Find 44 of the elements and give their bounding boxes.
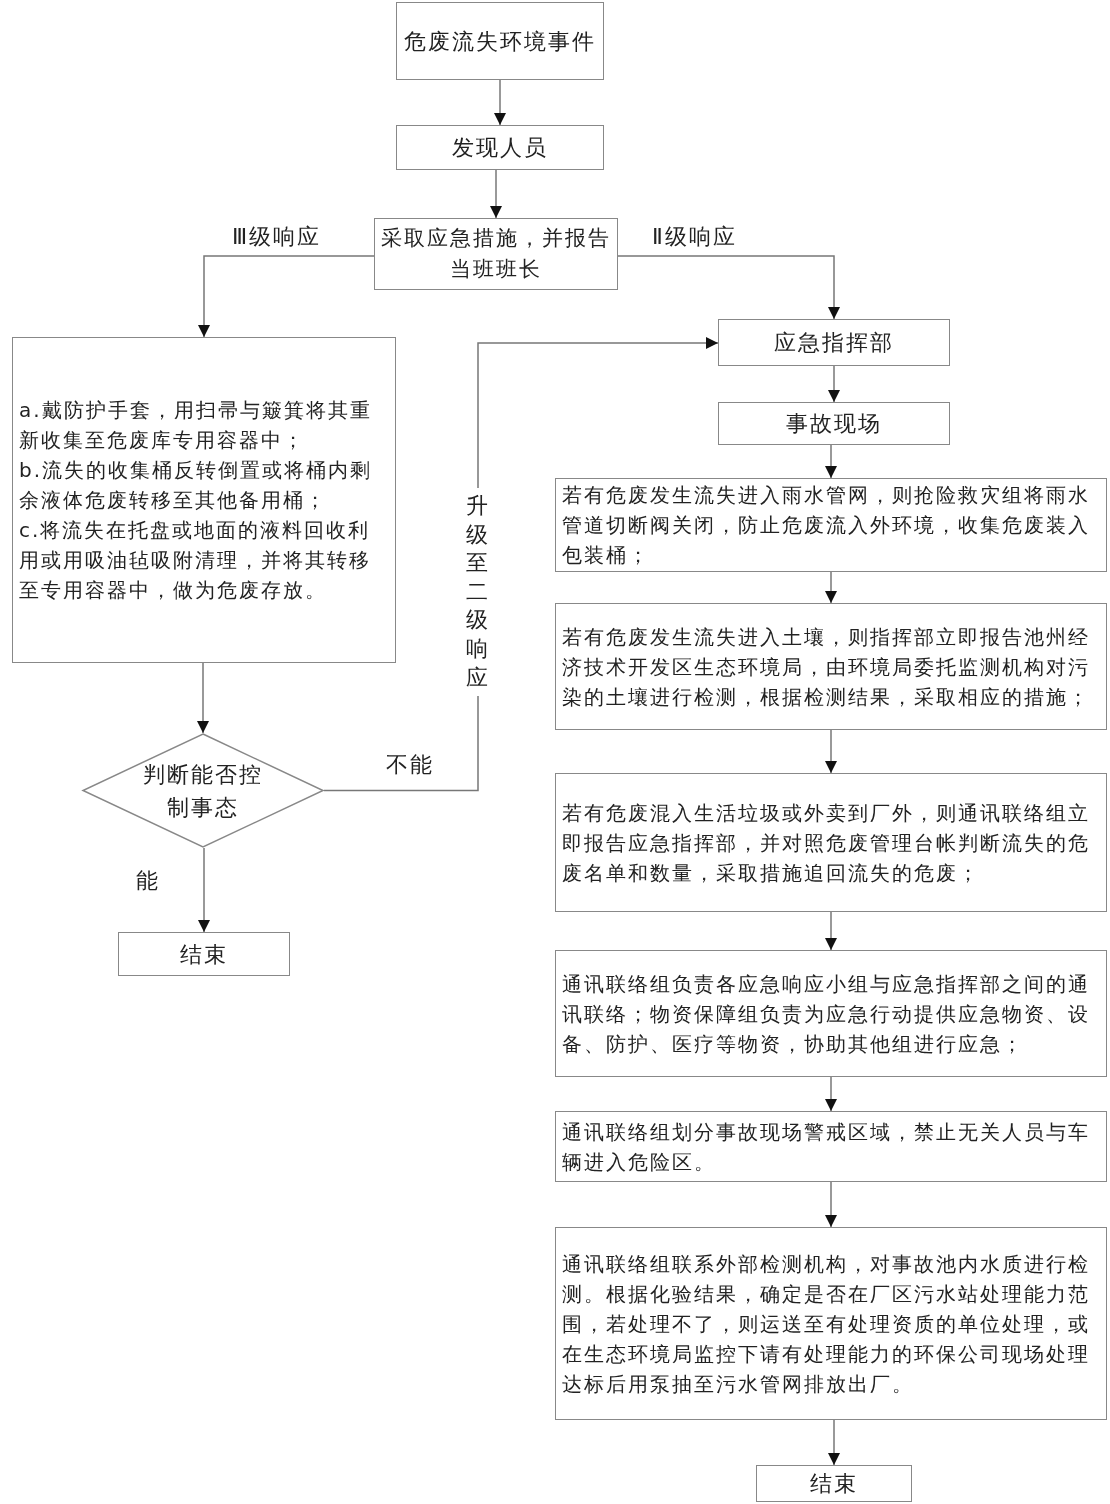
node-text: 发现人员 [452,134,548,162]
process-box [555,1227,1107,1420]
process-box [718,402,950,445]
arrow [825,1076,837,1112]
node-text: 判断能否控制事态 [142,760,264,822]
node-text: 若有危废混入生活垃圾或外卖到厂外，则通讯联络组立即报告应急指挥部，并对照危废管理台帐判断流失的危废名单和数量，采取措施追回流失的危废； [562,799,1091,887]
arrow [825,911,837,951]
arrow [825,1181,837,1228]
node-text: 通讯联络组联系外部检测机构，对事故池内水质进行检测。根据化验结果，确定是否在厂区污水站处理能力范围，若处理不了，则运送至有处理资质的单位处理，或在生态环境局监控下请有处理能力的环保公司现场处理达标后用泵抽至污水管网排放出厂。 [562,1250,1091,1398]
arrow [198,847,210,933]
process-box [555,773,1107,912]
process-box [555,950,1107,1077]
process-box [374,218,618,290]
arrow [490,169,502,219]
node-text: 应急指挥部 [774,329,894,357]
decision-diamond [82,733,324,848]
arrow [198,255,375,338]
process-box [555,1111,1107,1182]
arrow [617,255,840,320]
arrow [197,662,209,734]
node-text: 若有危废发生流失进入土壤，则指挥部立即报告池州经济技术开发区生态环境局，由环境局委托监测机构对污染的土壤进行检测，根据检测结果，采取相应的措施； [562,623,1091,711]
arrow [494,79,506,126]
arrow [828,1419,840,1466]
node-text: 通讯联络组负责各应急响应小组与应急指挥部之间的通讯联络；物资保障组负责为应急行动提供应急物资、设备、防护、医疗等物资，协助其他组进行应急； [562,970,1091,1058]
node-text: 结束 [810,1470,858,1498]
arrow [825,444,837,479]
node-text: 结束 [180,940,228,969]
process-box [718,319,950,366]
process-box [396,2,604,80]
process-box [118,932,290,976]
process-box [12,337,396,663]
process-box [396,125,604,170]
vertical-label: 升级至二级响应 [464,488,490,697]
node-text: 事故现场 [786,410,882,438]
process-box [756,1465,912,1502]
node-text: c.将流失在托盘或地面的液料回收利用或用吸油毡吸附清理，并将其转移至专用容器中，做为危废存放。 [19,517,372,604]
arrow [828,365,840,403]
arrow [825,571,837,604]
node-text: 通讯联络组划分事故现场警戒区域，禁止无关人员与车辆进入危险区。 [562,1118,1091,1176]
node-text: 若有危废发生流失进入雨水管网，则抢险救灾组将雨水管道切断阀关闭，防止危废流入外环境，收集危废装入包装桶； [562,482,1091,569]
process-box [555,603,1107,730]
node-text: 危废流失环境事件 [404,27,596,56]
arrow [825,729,837,774]
node-text: 采取应急措施，并报告当班班长 [381,224,611,283]
